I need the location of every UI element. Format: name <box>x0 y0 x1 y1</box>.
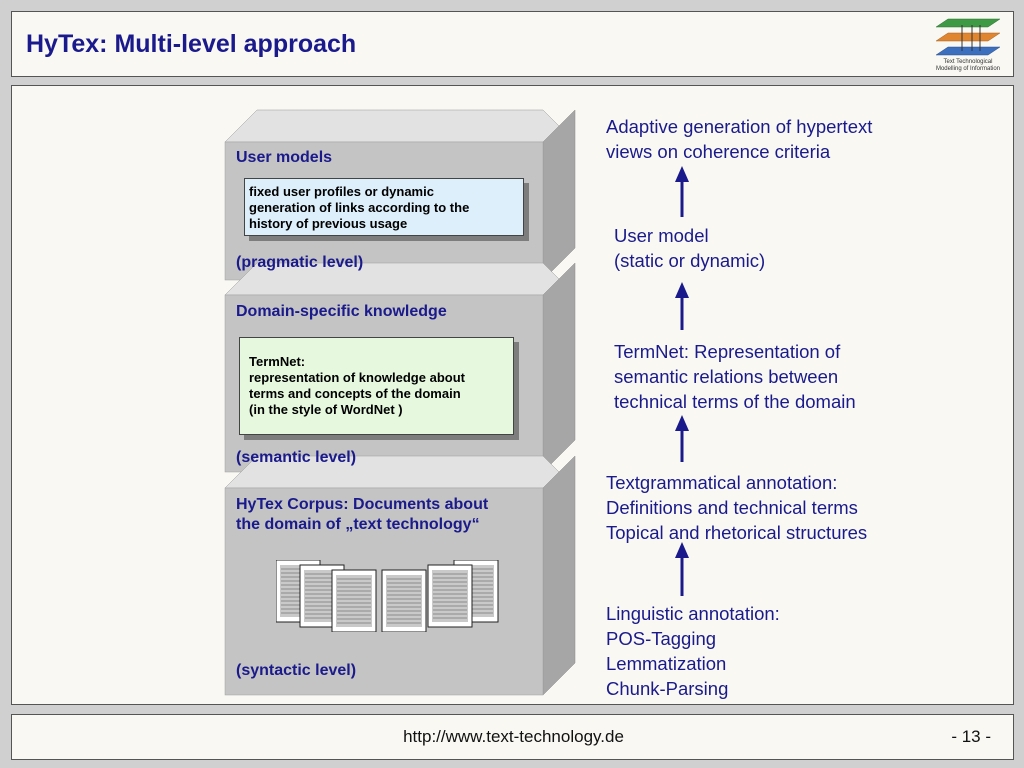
level-label-semantic: (semantic level) <box>236 449 357 466</box>
content-panel: User models fixed user profiles or dynam… <box>11 85 1014 705</box>
level-label-syntactic: (syntactic level) <box>236 662 357 679</box>
layer-block-side-face <box>542 262 576 473</box>
layer-heading-corpus: HyTex Corpus: Documents about the domain… <box>236 496 489 533</box>
text-block-adaptive-generation: Adaptive generation of hypertext views o… <box>606 116 873 162</box>
up-arrow-icon <box>675 415 689 462</box>
text-block-user-model: User model (static or dynamic) <box>614 225 766 271</box>
header-panel: HyTex: Multi-level approach Text Technol… <box>11 11 1014 77</box>
level-label-pragmatic: (pragmatic level) <box>236 254 364 271</box>
up-arrow-icon <box>675 542 689 596</box>
up-arrow-icon <box>675 282 689 330</box>
text-block-textgrammatical: Textgrammatical annotation: Definitions … <box>606 472 868 543</box>
up-arrow-icon <box>675 166 689 217</box>
layer-block-side-face <box>542 455 576 696</box>
layer-heading-domain-knowledge: Domain-specific knowledge <box>236 303 447 320</box>
text-block-termnet: TermNet: Representation of semantic rela… <box>614 341 856 412</box>
documents-icon <box>276 560 499 632</box>
text-block-linguistic: Linguistic annotation: POS-Tagging Lemma… <box>606 603 780 699</box>
termnet-note: TermNet: representation of knowledge abo… <box>239 337 514 435</box>
logo-text: Text Technological Modelling of Informat… <box>935 59 1001 72</box>
layer-block-top-face <box>224 109 576 143</box>
slide-title: HyTex: Multi-level approach <box>26 30 357 58</box>
logo: Text Technological Modelling of Informat… <box>930 17 1006 75</box>
footer-panel: http://www.text-technology.de - 13 - <box>11 714 1014 760</box>
layers-logo-icon <box>935 18 1001 56</box>
footer-url: http://www.text-technology.de <box>403 727 624 746</box>
layer-heading-user-models: User models <box>236 149 333 166</box>
user-models-note: fixed user profiles or dynamic generatio… <box>244 178 524 236</box>
page-number: - 13 - <box>951 727 991 746</box>
